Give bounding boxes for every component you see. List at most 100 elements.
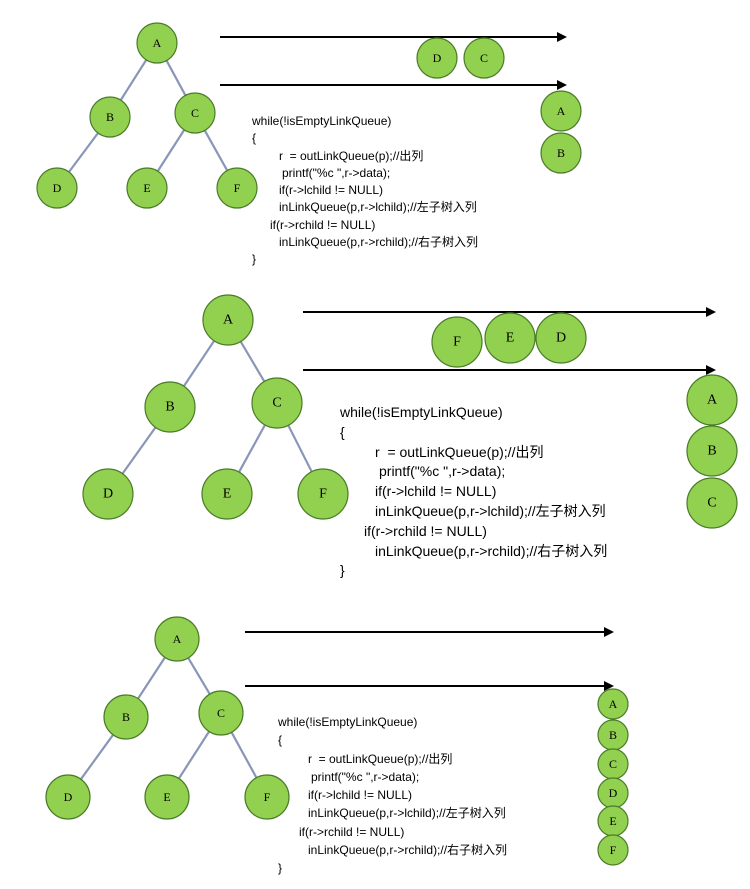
- output-node: B: [540, 132, 582, 174]
- queue-node-label: D: [556, 331, 566, 346]
- queue-node-label: D: [433, 51, 442, 65]
- queue-node: C: [463, 37, 505, 79]
- tree-edge: [68, 132, 99, 173]
- tree-node-label: C: [217, 706, 225, 720]
- queue-node: F: [431, 316, 483, 368]
- output-node: A: [597, 688, 629, 720]
- tree-node: E: [144, 774, 190, 820]
- output-node-label: E: [609, 814, 616, 828]
- code-line: if(r->lchild != NULL): [308, 788, 413, 803]
- tree-node-label: A: [223, 313, 234, 328]
- tree-node-label: F: [234, 181, 241, 195]
- code-line: r = outLinkQueue(p);//出列: [279, 148, 424, 163]
- code-line: r = outLinkQueue(p);//出列: [308, 751, 453, 766]
- code-line: while(!isEmptyLinkQueue): [340, 404, 503, 420]
- code-line: inLinkQueue(p,r->lchild);//左子树入列: [279, 200, 477, 215]
- panel-2: A B C D E F F E D A B C: [82, 294, 738, 529]
- tree-node-label: F: [264, 790, 271, 804]
- tree-node-label: E: [223, 487, 232, 502]
- output-node: D: [597, 777, 629, 809]
- code-line: printf("%c ",r->data);: [379, 463, 506, 480]
- tree-edge: [121, 426, 157, 475]
- tree-node-label: B: [122, 710, 130, 724]
- tree-edge: [80, 734, 114, 780]
- output-node-label: F: [610, 843, 617, 857]
- output-node-label: A: [707, 393, 718, 408]
- queue-node-label: E: [506, 331, 515, 346]
- code-line: if(r->rchild != NULL): [270, 217, 376, 232]
- tree-edge: [238, 424, 266, 473]
- tree-edge: [156, 129, 186, 172]
- tree-node-label: D: [53, 181, 62, 195]
- tree-node: D: [45, 774, 91, 820]
- output-node-label: B: [557, 146, 565, 160]
- tree-edge: [203, 129, 229, 172]
- code-line: while(!isEmptyLinkQueue): [278, 715, 418, 729]
- code-line: {: [278, 733, 283, 748]
- tree-node: F: [244, 774, 290, 820]
- tree-node: E: [126, 167, 168, 209]
- code-line: printf("%c ",r->data);: [282, 165, 391, 180]
- queue-node: D: [416, 37, 458, 79]
- tree-edge: [230, 731, 258, 779]
- code-line: {: [340, 423, 345, 440]
- tree-node-label: E: [163, 790, 170, 804]
- code-line: inLinkQueue(p,r->rchild);//右子树入列: [308, 843, 508, 858]
- output-node: C: [686, 477, 738, 529]
- code-line: printf("%c ",r->data);: [311, 769, 420, 784]
- code-line: r = outLinkQueue(p);//出列: [375, 443, 544, 460]
- output-node-label: B: [707, 444, 716, 459]
- output-node-label: D: [609, 786, 618, 800]
- tree-node: C: [251, 377, 303, 429]
- code-line: if(r->lchild != NULL): [279, 183, 384, 198]
- tree-edge: [119, 59, 148, 101]
- code-line: }: [252, 252, 257, 267]
- output-node: E: [597, 805, 629, 837]
- queue-node: E: [484, 312, 536, 364]
- output-node: B: [686, 425, 738, 477]
- tree-edge: [187, 657, 211, 695]
- tree-node: E: [201, 468, 253, 520]
- tree-node-label: B: [165, 400, 174, 415]
- output-node-label: A: [609, 697, 618, 711]
- output-node-label: C: [707, 496, 716, 511]
- tree-node: C: [198, 690, 244, 736]
- code-line: inLinkQueue(p,r->lchild);//左子树入列: [375, 502, 606, 519]
- code-line: if(r->rchild != NULL): [364, 522, 487, 539]
- output-node: F: [597, 834, 629, 866]
- code-line: inLinkQueue(p,r->lchild);//左子树入列: [308, 806, 506, 821]
- tree-node-label: F: [319, 487, 327, 502]
- code-block: while(!isEmptyLinkQueue) { r = outLinkQueu…: [278, 713, 507, 878]
- tree-node: F: [297, 468, 349, 520]
- output-node-label: A: [557, 104, 566, 118]
- code-line: inLinkQueue(p,r->rchild);//右子树入列: [375, 542, 608, 559]
- code-line: }: [278, 861, 283, 876]
- tree-node-label: E: [143, 181, 150, 195]
- code-line: while(!isEmptyLinkQueue): [252, 114, 392, 128]
- tree-node: A: [136, 22, 178, 64]
- code-line: if(r->rchild != NULL): [299, 824, 405, 839]
- tree-node-label: C: [191, 106, 199, 120]
- tree-edge: [287, 424, 313, 473]
- tree-node-label: D: [103, 487, 113, 502]
- queue-node-label: F: [453, 335, 461, 350]
- tree-node-label: A: [173, 632, 182, 646]
- tree-node: B: [89, 96, 131, 138]
- tree-node: D: [82, 468, 134, 520]
- tree-node: D: [36, 167, 78, 209]
- tree-edge: [177, 730, 211, 780]
- tree-node: A: [154, 616, 200, 662]
- code-block: while(!isEmptyLinkQueue) { r = outLinkQueu…: [340, 403, 607, 581]
- code-line: inLinkQueue(p,r->rchild);//右子树入列: [279, 235, 479, 250]
- tree-node: C: [174, 92, 216, 134]
- tree-node-label: C: [272, 396, 281, 411]
- code-line: {: [252, 131, 257, 146]
- queue-node: D: [535, 312, 587, 364]
- tree-edge: [182, 340, 216, 387]
- code-line: if(r->lchild != NULL): [375, 483, 497, 500]
- output-node: A: [540, 90, 582, 132]
- output-node: B: [597, 719, 629, 751]
